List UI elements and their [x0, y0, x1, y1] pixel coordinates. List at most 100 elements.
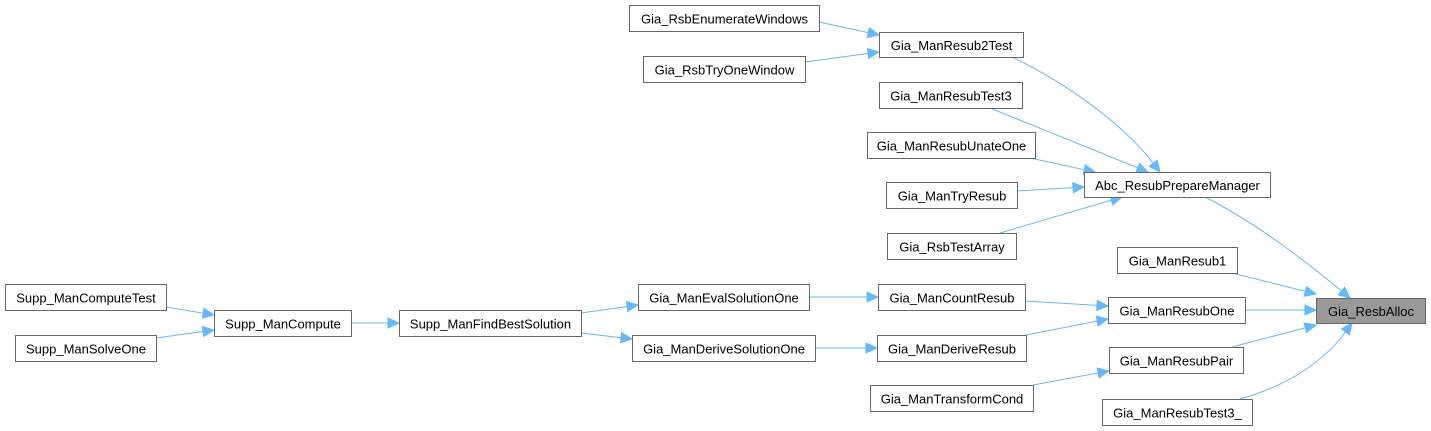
arrowhead-icon [1148, 159, 1161, 173]
node-label: Abc_ResubPrepareManager [1095, 178, 1260, 193]
node-gia-rsbenumeratewindows[interactable]: Gia_RsbEnumerateWindows [629, 5, 820, 32]
node-box [877, 335, 1027, 362]
edge-gia-manresub1-to-gia-resballoc [1231, 272, 1318, 297]
arrowhead-icon [1135, 162, 1150, 174]
arrowhead-icon [201, 325, 216, 338]
node-gia-manresubone[interactable]: Gia_ManResubOne [1108, 297, 1246, 324]
node-label: Gia_ManTransformCond [881, 392, 1024, 407]
node-box [1109, 347, 1244, 374]
node-box [638, 284, 810, 311]
node-box [643, 56, 806, 83]
node-box [886, 182, 1018, 209]
node-label: Gia_ManResub1 [1129, 254, 1227, 269]
arrowhead-icon [201, 307, 216, 319]
edge-gia-manevalsolutionone-to-gia-mancountresub [809, 291, 880, 303]
node-supp-mansolveone[interactable]: Supp_ManSolveOne [15, 335, 157, 362]
node-box [879, 32, 1024, 58]
edge-line [580, 332, 622, 339]
edge-gia-manresub2test-to-abc-resubpreparemanager [1011, 56, 1161, 173]
edge-line [1025, 320, 1098, 336]
arrowhead-icon [625, 300, 640, 313]
edge-supp-mansolveone-to-supp-mancompute [155, 325, 216, 339]
edge-gia-manresubpair-to-gia-resballoc [1231, 322, 1318, 348]
node-label: Gia_ManDeriveSolutionOne [643, 342, 805, 357]
arrowhead-icon [1072, 181, 1086, 194]
node-gia-manderiveresub[interactable]: Gia_ManDeriveResub [877, 335, 1027, 362]
node-gia-manresubtest3-[interactable]: Gia_ManResubTest3_ [1102, 399, 1253, 426]
node-gia-manevalsolutionone[interactable]: Gia_ManEvalSolutionOne [638, 284, 810, 311]
node-gia-mantryresub[interactable]: Gia_ManTryResub [886, 182, 1018, 209]
edge-line [1016, 187, 1074, 192]
arrowhead-icon [1340, 322, 1353, 336]
node-supp-manfindbestsolution[interactable]: Supp_ManFindBestSolution [399, 310, 582, 337]
node-supp-mancomputetest[interactable]: Supp_ManComputeTest [5, 284, 167, 311]
node-label: Gia_ResbAlloc [1328, 304, 1414, 319]
node-gia-rsbtryonewindow[interactable]: Gia_RsbTryOneWindow [643, 56, 806, 83]
edge-line [818, 21, 869, 34]
node-box [870, 385, 1034, 412]
edge-line [1024, 300, 1098, 306]
node-box [879, 82, 1023, 109]
node-box [1108, 297, 1246, 324]
edge-line [1231, 272, 1306, 292]
arrowhead-icon [619, 331, 634, 344]
edge-line [1204, 196, 1342, 292]
edge-gia-manresubone-to-gia-resballoc [1245, 304, 1318, 316]
node-box [887, 233, 1017, 260]
edge-supp-mancompute-to-supp-manfindbestsolution [351, 317, 401, 329]
node-gia-manresubpair[interactable]: Gia_ManResubPair [1109, 347, 1244, 374]
edge-line [1029, 157, 1085, 171]
edge-line [580, 306, 628, 314]
arrowhead-icon [1303, 285, 1318, 297]
node-box [1316, 298, 1426, 324]
arrowhead-icon [1095, 315, 1110, 327]
node-gia-manderivesolutionone[interactable]: Gia_ManDeriveSolutionOne [632, 335, 816, 362]
edge-gia-mantransformcond-to-gia-manresubpair [1032, 367, 1111, 386]
node-gia-manresub1[interactable]: Gia_ManResub1 [1117, 247, 1238, 274]
edge-supp-mancomputetest-to-supp-mancompute [165, 306, 216, 319]
node-gia-manresub2test[interactable]: Gia_ManResub2Test [879, 32, 1024, 58]
nodes-layer: Gia_ResbAllocAbc_ResubPrepareManagerGia_… [5, 5, 1426, 426]
node-gia-resballoc: Gia_ResbAlloc [1316, 298, 1426, 324]
edge-gia-rsbtryonewindow-to-gia-manresub2test [804, 47, 881, 63]
arrowhead-icon [1303, 322, 1318, 334]
edge-gia-manderivesolutionone-to-gia-manderiveresub [815, 342, 879, 354]
node-gia-manresubtest3[interactable]: Gia_ManResubTest3 [879, 82, 1023, 109]
arrowhead-icon [866, 47, 881, 60]
node-label: Supp_ManFindBestSolution [410, 317, 571, 332]
edges-layer [155, 21, 1353, 400]
node-box [1102, 399, 1253, 426]
node-label: Supp_ManCompute [225, 317, 341, 332]
node-label: Gia_ManResubUnateOne [877, 139, 1027, 154]
node-label: Supp_ManComputeTest [16, 291, 156, 306]
edge-gia-manderiveresub-to-gia-manresubone [1025, 315, 1110, 336]
node-box [878, 284, 1026, 311]
node-label: Gia_RsbEnumerateWindows [641, 12, 808, 27]
node-box [1117, 247, 1238, 274]
arrowhead-icon [866, 291, 880, 303]
edge-abc-resubpreparemanager-to-gia-resballoc [1204, 196, 1351, 299]
edge-gia-mantryresub-to-abc-resubpreparemanager [1016, 181, 1086, 194]
node-label: Supp_ManSolveOne [26, 342, 146, 357]
node-gia-rsbtestarray[interactable]: Gia_RsbTestArray [887, 233, 1017, 260]
edge-supp-manfindbestsolution-to-gia-manderivesolutionone [580, 331, 634, 344]
arrowhead-icon [866, 26, 881, 39]
edge-line [1032, 372, 1099, 386]
node-label: Gia_ManResubOne [1120, 304, 1235, 319]
node-supp-mancompute[interactable]: Supp_ManCompute [214, 310, 352, 337]
arrowhead-icon [1337, 286, 1351, 299]
node-abc-resubpreparemanager[interactable]: Abc_ResubPrepareManager [1084, 172, 1271, 198]
node-box [15, 335, 157, 362]
edge-supp-manfindbestsolution-to-gia-manevalsolutionone [580, 300, 640, 314]
node-label: Gia_ManResubTest3 [890, 89, 1011, 104]
node-label: Gia_ManCountResub [889, 291, 1014, 306]
node-label: Gia_ManEvalSolutionOne [649, 291, 799, 306]
node-gia-mancountresub[interactable]: Gia_ManCountResub [878, 284, 1026, 311]
node-gia-mantransformcond[interactable]: Gia_ManTransformCond [870, 385, 1034, 412]
edge-line [1231, 327, 1306, 348]
node-gia-manresubunateone[interactable]: Gia_ManResubUnateOne [867, 132, 1036, 159]
edge-line [155, 331, 204, 339]
node-box [1084, 172, 1271, 198]
edge-gia-rsbenumeratewindows-to-gia-manresub2test [818, 21, 881, 39]
